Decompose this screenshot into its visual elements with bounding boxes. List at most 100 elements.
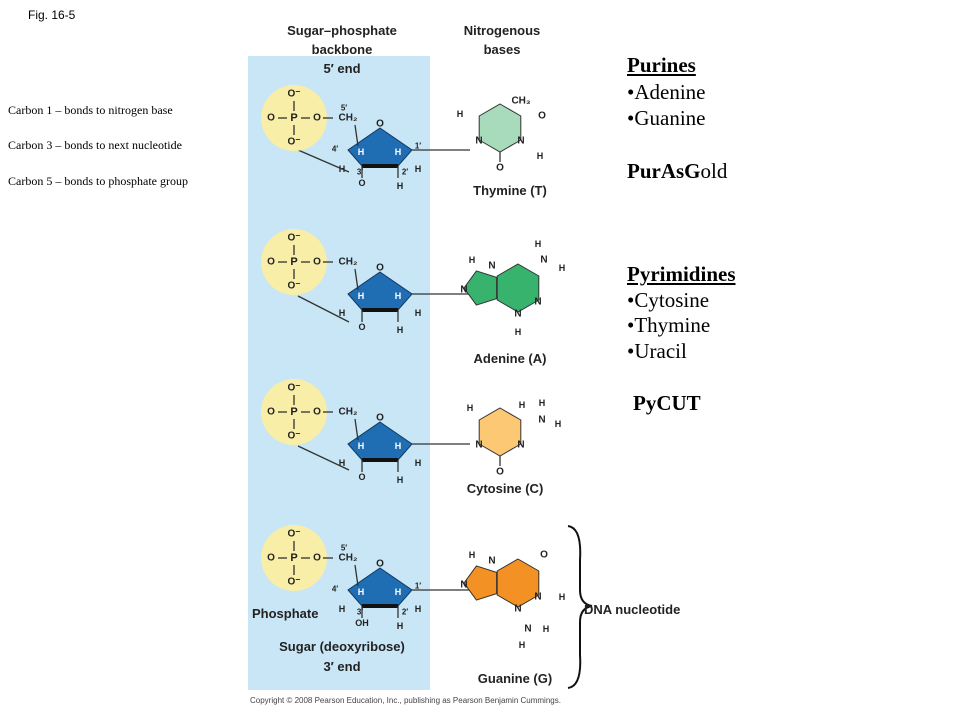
phosphorus-atom: P xyxy=(290,552,297,564)
oxygen-atom-left: O xyxy=(267,407,275,418)
purine-item-guanine: •Guanine xyxy=(627,106,706,130)
methyl-group: CH₃ xyxy=(511,96,530,107)
phosphate-label: Phosphate xyxy=(252,606,319,621)
hydrogen-c4: H xyxy=(339,308,346,318)
hydrogen-atom: H xyxy=(559,263,566,273)
oxygen-atom: O xyxy=(496,163,504,174)
oxygen-atom-left: O xyxy=(267,553,275,564)
hydrogen-atom: H xyxy=(457,109,464,119)
pyrimidine-item-cytosine: •Cytosine xyxy=(627,288,710,312)
hydrogen-atom: H xyxy=(535,239,542,249)
oxygen-atom-bottom: O⁻ xyxy=(287,137,300,148)
c3-substituent: O xyxy=(358,472,365,482)
ch2-group: CH₂ xyxy=(339,553,358,564)
carbon-4-number: 4′ xyxy=(332,145,338,154)
hydrogen-atom: H xyxy=(543,624,550,634)
nitrogen-atom: N xyxy=(460,285,467,296)
nitrogen-atom: N xyxy=(514,604,521,615)
bases-header-line-2: bases xyxy=(483,42,521,57)
phosphate-disc xyxy=(261,525,327,591)
oxygen-atom-top: O⁻ xyxy=(287,529,300,540)
adenine-base-six-ring xyxy=(496,263,540,313)
ch2-group: CH₂ xyxy=(339,113,358,124)
ring-oxygen: O xyxy=(376,119,384,130)
backbone-bond-2 xyxy=(297,295,350,323)
carbon-4-number: 4′ xyxy=(332,585,338,594)
oxygen-atom-right: O xyxy=(313,113,321,124)
figure-label: Fig. 16-5 xyxy=(28,8,76,22)
ring-hydrogen-left: H xyxy=(358,291,365,301)
backbone-header: Sugar–phosphate backbone 5′ end xyxy=(262,21,422,78)
hydrogen-c4: H xyxy=(339,604,346,614)
carbon-1-number: 1′ xyxy=(415,582,421,591)
ring-hydrogen-right: H xyxy=(395,587,402,597)
bases-header: Nitrogenous bases xyxy=(437,21,567,59)
oxygen-atom-bottom: O⁻ xyxy=(287,577,300,588)
ring-oxygen: O xyxy=(376,559,384,570)
sugar-label: Sugar (deoxyribose) xyxy=(279,639,405,654)
pyrimidines-title: Pyrimidines xyxy=(627,262,736,286)
oxygen-atom-bottom: O⁻ xyxy=(287,431,300,442)
oxygen-atom-left: O xyxy=(267,113,275,124)
ring-hydrogen-left: H xyxy=(358,147,365,157)
oxygen-atom-top: O⁻ xyxy=(287,383,300,394)
nitrogen-atom: N xyxy=(475,440,482,451)
phosphate-disc xyxy=(261,85,327,151)
purine-item-adenine: •Adenine xyxy=(627,80,706,104)
carbon-2-number: 2′ xyxy=(402,168,408,177)
nitrogen-atom: N xyxy=(517,136,524,147)
hydrogen-c2: H xyxy=(397,621,404,631)
nitrogen-atom: N xyxy=(524,624,531,635)
ring-hydrogen-right: H xyxy=(395,147,402,157)
hydrogen-c1: H xyxy=(415,164,422,174)
hydrogen-atom: H xyxy=(469,550,476,560)
ring-oxygen: O xyxy=(376,263,384,274)
guanine-label: Guanine (G) xyxy=(477,671,553,686)
hydrogen-atom: H xyxy=(537,151,544,161)
hydrogen-atom: H xyxy=(539,398,546,408)
phosphorus-atom: P xyxy=(290,406,297,418)
ring-hydrogen-right: H xyxy=(395,291,402,301)
phosphate-group-1: P O⁻ O⁻ O O CH₂ xyxy=(261,85,357,151)
pyrimidines-mnemonic: PyCUT xyxy=(633,391,701,415)
c3-substituent: O xyxy=(358,178,365,188)
ring-hydrogen-left: H xyxy=(358,587,365,597)
oxygen-atom-left: O xyxy=(267,257,275,268)
carbon-1-number: 1′ xyxy=(415,142,421,151)
ch2-group: CH₂ xyxy=(339,407,358,418)
hydrogen-atom: H xyxy=(467,403,474,413)
phosphate-disc xyxy=(261,379,327,445)
nitrogen-atom: N xyxy=(488,261,495,272)
phosphorus-atom: P xyxy=(290,256,297,268)
hydrogen-c1: H xyxy=(415,308,422,318)
c3-substituent: OH xyxy=(355,618,369,628)
c5-c4-bond xyxy=(354,124,359,147)
hydrogen-c4: H xyxy=(339,458,346,468)
pyrimidine-item-uracil: •Uracil xyxy=(627,339,687,363)
carbon-3-number: 3′ xyxy=(357,608,363,617)
c5-c4-bond xyxy=(354,418,359,441)
nitrogen-atom: N xyxy=(538,415,545,426)
oxygen-atom-top: O⁻ xyxy=(287,89,300,100)
nitrogen-atom: N xyxy=(540,255,547,266)
phosphorus-atom: P xyxy=(290,112,297,124)
backbone-header-line-1: Sugar–phosphate xyxy=(287,23,397,38)
three-prime-end-label: 3′ end xyxy=(323,659,361,674)
nitrogen-atom: N xyxy=(517,440,524,451)
hydrogen-c2: H xyxy=(397,325,404,335)
oxygen-atom: O xyxy=(538,111,546,122)
oxygen-atom-bottom: O⁻ xyxy=(287,281,300,292)
cytosine-label: Cytosine (C) xyxy=(466,481,544,496)
hydrogen-atom: H xyxy=(519,640,526,650)
phosphate-disc xyxy=(261,229,327,295)
note-carbon-1: Carbon 1 – bonds to nitrogen base xyxy=(8,103,173,117)
nitrogen-atom: N xyxy=(460,580,467,591)
oxygen-atom-top: O⁻ xyxy=(287,233,300,244)
adenine-base-five-ring xyxy=(463,270,498,306)
